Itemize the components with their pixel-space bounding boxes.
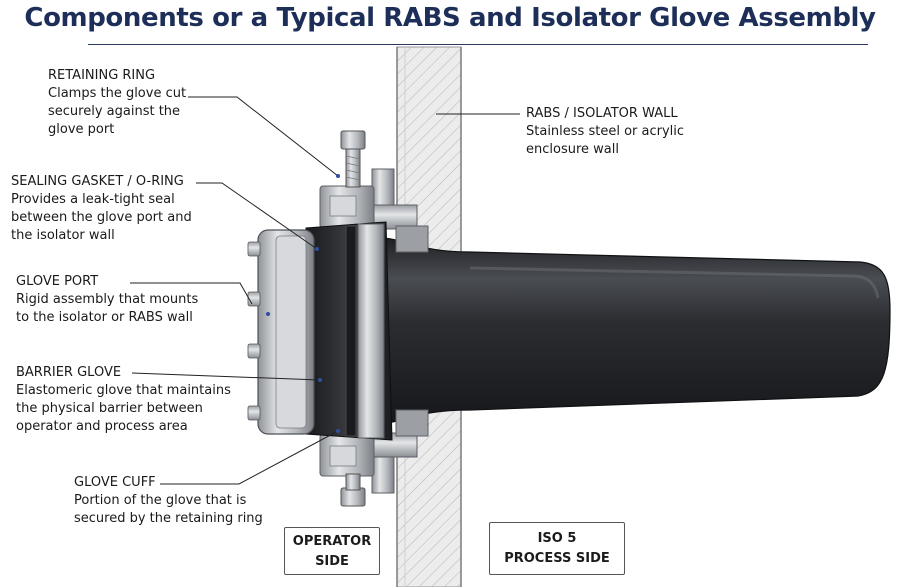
retaining-ring bbox=[319, 185, 375, 477]
callout-desc-line: Portion of the glove that is bbox=[74, 493, 247, 508]
callout-desc-line: Rigid assembly that mounts bbox=[16, 292, 199, 307]
callout-wall: RABS / ISOLATOR WALL Stainless steel or … bbox=[526, 105, 684, 159]
title-underline bbox=[88, 44, 868, 45]
callout-desc-line: glove port bbox=[48, 122, 115, 137]
callout-heading: RABS / ISOLATOR WALL bbox=[526, 106, 678, 121]
callout-sealing-gasket: SEALING GASKET / O-RING Provides a leak-… bbox=[11, 173, 192, 245]
callout-desc-line: Provides a leak-tight seal bbox=[11, 192, 175, 207]
side-label-line: OPERATOR bbox=[292, 534, 372, 549]
callout-barrier-glove: BARRIER GLOVE Elastomeric glove that mai… bbox=[16, 364, 231, 436]
clamp-bolt-bottom bbox=[340, 473, 366, 507]
callout-heading: GLOVE PORT bbox=[16, 274, 99, 289]
callout-desc-line: Clamps the glove cut bbox=[48, 86, 187, 101]
callout-glove-port: GLOVE PORT Rigid assembly that mounts to… bbox=[16, 273, 198, 327]
callout-heading: GLOVE CUFF bbox=[74, 475, 156, 490]
wall-port-sleeve bbox=[371, 168, 429, 494]
operator-side-label: OPERATOR SIDE bbox=[284, 527, 380, 575]
side-label-line: ISO 5 bbox=[537, 531, 577, 546]
clamp-bolt-top bbox=[340, 130, 366, 188]
callout-retaining-ring: RETAINING RING Clamps the glove cut secu… bbox=[48, 67, 186, 139]
sealing-gasket bbox=[345, 225, 357, 437]
callout-heading: RETAINING RING bbox=[48, 68, 156, 83]
callout-desc-line: Elastomeric glove that maintains bbox=[16, 383, 231, 398]
callout-desc-line: secured by the retaining ring bbox=[74, 511, 263, 526]
leader-dots bbox=[266, 174, 340, 433]
callout-glove-cuff: GLOVE CUFF Portion of the glove that is … bbox=[74, 474, 263, 528]
callout-desc-line: the isolator wall bbox=[11, 228, 115, 243]
callout-desc-line: between the glove port and bbox=[11, 210, 192, 225]
process-side-label: ISO 5 PROCESS SIDE bbox=[489, 522, 625, 575]
side-label-line: PROCESS SIDE bbox=[504, 551, 610, 566]
page-title: Components or a Typical RABS and Isolato… bbox=[24, 3, 876, 33]
callout-desc-line: operator and process area bbox=[16, 419, 188, 434]
callout-heading: BARRIER GLOVE bbox=[16, 365, 122, 380]
leader-sealing-gasket bbox=[196, 182, 318, 250]
callout-desc-line: to the isolator or RABS wall bbox=[16, 310, 193, 325]
callout-heading: SEALING GASKET / O-RING bbox=[11, 174, 184, 189]
leader-lines bbox=[130, 96, 520, 485]
leader-barrier-glove bbox=[131, 372, 321, 381]
leader-glove-port bbox=[130, 282, 253, 305]
glove-port-flange bbox=[247, 229, 315, 435]
cuff-inner-ring bbox=[357, 223, 385, 439]
callout-desc-line: enclosure wall bbox=[526, 142, 619, 157]
callout-desc-line: the physical barrier between bbox=[16, 401, 203, 416]
leader-glove-cuff bbox=[160, 430, 339, 485]
side-label-line: SIDE bbox=[315, 554, 349, 569]
callout-desc-line: securely against the bbox=[48, 104, 181, 119]
barrier-glove-sleeve bbox=[381, 237, 891, 425]
callout-desc-line: Stainless steel or acrylic bbox=[526, 124, 685, 139]
glove-highlight bbox=[469, 266, 880, 299]
leader-retaining-ring bbox=[188, 96, 339, 177]
